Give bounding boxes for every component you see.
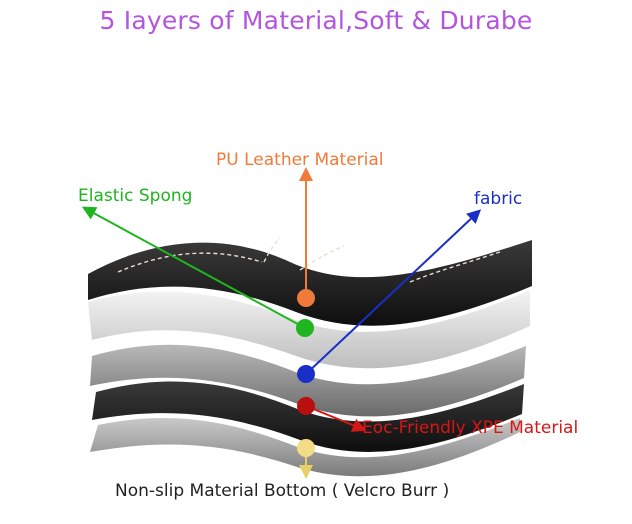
fabric-dot	[297, 365, 315, 383]
sponge-dot	[296, 319, 314, 337]
pu-leather-label: PU Leather Material	[216, 150, 384, 170]
diagram-title: 5 Iayers of Material,Soft & Durabe	[99, 6, 533, 35]
fabric-pointer	[305, 209, 482, 375]
leather-layer	[88, 240, 532, 326]
sponge-pointer	[81, 206, 306, 329]
bottom-layer	[90, 418, 520, 477]
xpe-dot	[297, 397, 315, 415]
xpe-label: Eoc-Friendly XPE Material	[362, 418, 579, 438]
bottom-dot	[297, 439, 315, 457]
leather-stitching	[117, 237, 501, 283]
xpe-pointer	[305, 405, 367, 432]
elastic-sponge-label: Elastic Spong	[78, 186, 193, 206]
fabric-label: fabric	[474, 189, 523, 209]
pu-leather-dot	[297, 289, 315, 307]
bottom-label: Non-slip Material Bottom ( Velcro Burr )	[115, 481, 450, 501]
xpe-layer	[92, 381, 524, 452]
